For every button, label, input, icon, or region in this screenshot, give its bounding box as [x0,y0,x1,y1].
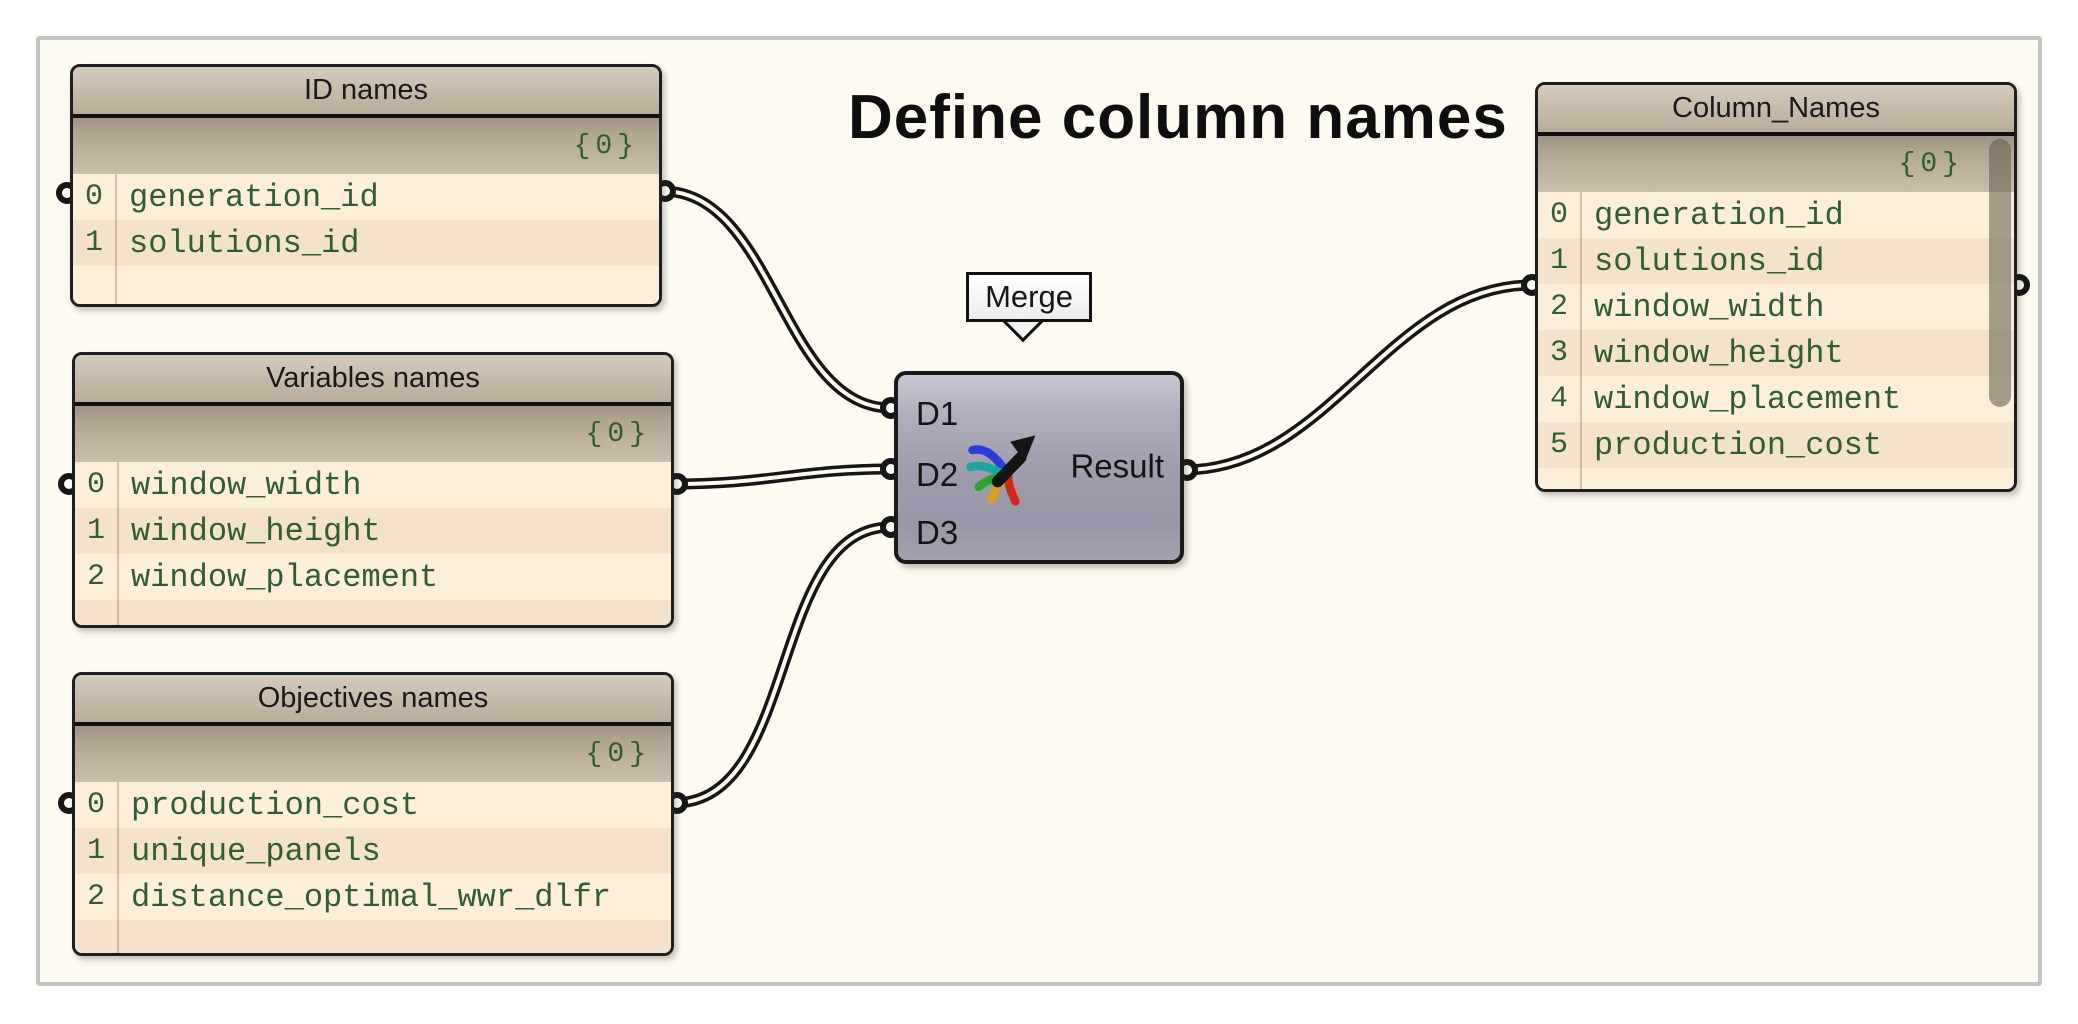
row-index: 0 [84,180,103,214]
row-index: 1 [86,514,105,548]
panel-row: 1 window_height [75,508,671,554]
panel-row-list: 0 window_width 1 window_height 2 window_place… [75,462,671,625]
row-index: 5 [1549,428,1568,462]
panel-row-list: 0 generation_id 1 solutions_id 2 window_width… [1538,192,2014,489]
panel-row: 2 window_width [1538,284,2014,330]
row-index: 2 [1549,290,1568,324]
row-index: 3 [1549,336,1568,370]
row-value: production_cost [131,786,420,824]
wire-objectives-to-d3-core [672,525,893,805]
merge-component[interactable]: D1 D2 D3 Result [894,371,1184,564]
panel-row: 4 window_placement [1538,376,2014,422]
row-value: window_placement [1594,380,1902,418]
panel-row: 3 window_height [1538,330,2014,376]
panel-variables-names[interactable]: Variables names {0} 0 window_width 1 window… [72,352,674,628]
row-index: 0 [86,468,105,502]
panel-row: 1 unique_panels [75,828,671,874]
panel-row: 0 generation_id [73,174,659,220]
index-divider [115,174,117,304]
merge-input-d1[interactable]: D1 [916,395,959,432]
panel-title: Column_Names [1538,85,2014,136]
panel-row: 0 window_width [75,462,671,508]
panel-path-badge: {0} [73,118,659,174]
panel-path-badge: {0} [1538,136,2014,192]
panel-row: 0 production_cost [75,782,671,828]
row-index: 1 [84,226,103,260]
panel-title: ID names [73,67,659,118]
row-value: window_height [131,512,381,550]
wire-variables-to-d2-core [672,467,893,486]
row-value: window_width [131,466,362,504]
row-index: 0 [86,788,105,822]
row-index: 2 [86,880,105,914]
row-value: distance_optimal_wwr_dlfr [131,878,612,916]
panel-row-list: 0 generation_id 1 solutions_id [73,174,659,304]
row-index: 1 [1549,244,1568,278]
wire-idnames-to-d1-core [660,189,893,410]
panel-path-badge: {0} [75,726,671,782]
scribble-title: Define column names [848,83,1508,152]
row-value: window_height [1594,334,1844,372]
panel-scrollbar[interactable] [1989,139,2011,407]
panel-row: 5 production_cost [1538,422,2014,468]
merge-input-d3[interactable]: D3 [916,514,959,551]
panel-path-badge: {0} [75,406,671,462]
index-divider [117,782,119,953]
row-value: solutions_id [129,224,360,262]
row-index: 1 [86,834,105,868]
row-value: window_width [1594,288,1825,326]
index-divider [1580,192,1582,489]
index-divider [117,462,119,625]
panel-row-list: 0 production_cost 1 unique_panels 2 distance_… [75,782,671,953]
row-index: 4 [1549,382,1568,416]
row-value: generation_id [1594,196,1844,234]
panel-row: 0 generation_id [1538,192,2014,238]
row-value: unique_panels [131,832,381,870]
panel-column-names[interactable]: Column_Names {0} 0 generation_id 1 solution… [1535,82,2017,492]
panel-row: 1 solutions_id [73,220,659,266]
row-value: window_placement [131,558,439,596]
merge-tooltip: Merge [966,272,1092,322]
panel-title: Variables names [75,355,671,406]
row-value: generation_id [129,178,379,216]
row-index: 0 [1549,198,1568,232]
merge-output-label: Result [1070,446,1164,484]
panel-row: 1 solutions_id [1538,238,2014,284]
row-index: 2 [86,560,105,594]
wire-result-to-columnnames-core [1182,283,1534,472]
panel-row: 2 window_placement [75,554,671,600]
panel-id-names[interactable]: ID names {0} 0 generation_id 1 solutions_id [70,64,662,307]
merge-input-d2[interactable]: D2 [916,456,959,493]
row-value: production_cost [1594,426,1883,464]
panel-objectives-names[interactable]: Objectives names {0} 0 production_cost 1 un… [72,672,674,956]
row-value: solutions_id [1594,242,1825,280]
panel-row: 2 distance_optimal_wwr_dlfr [75,874,671,920]
panel-title: Objectives names [75,675,671,726]
merge-streams-icon [966,435,1036,506]
